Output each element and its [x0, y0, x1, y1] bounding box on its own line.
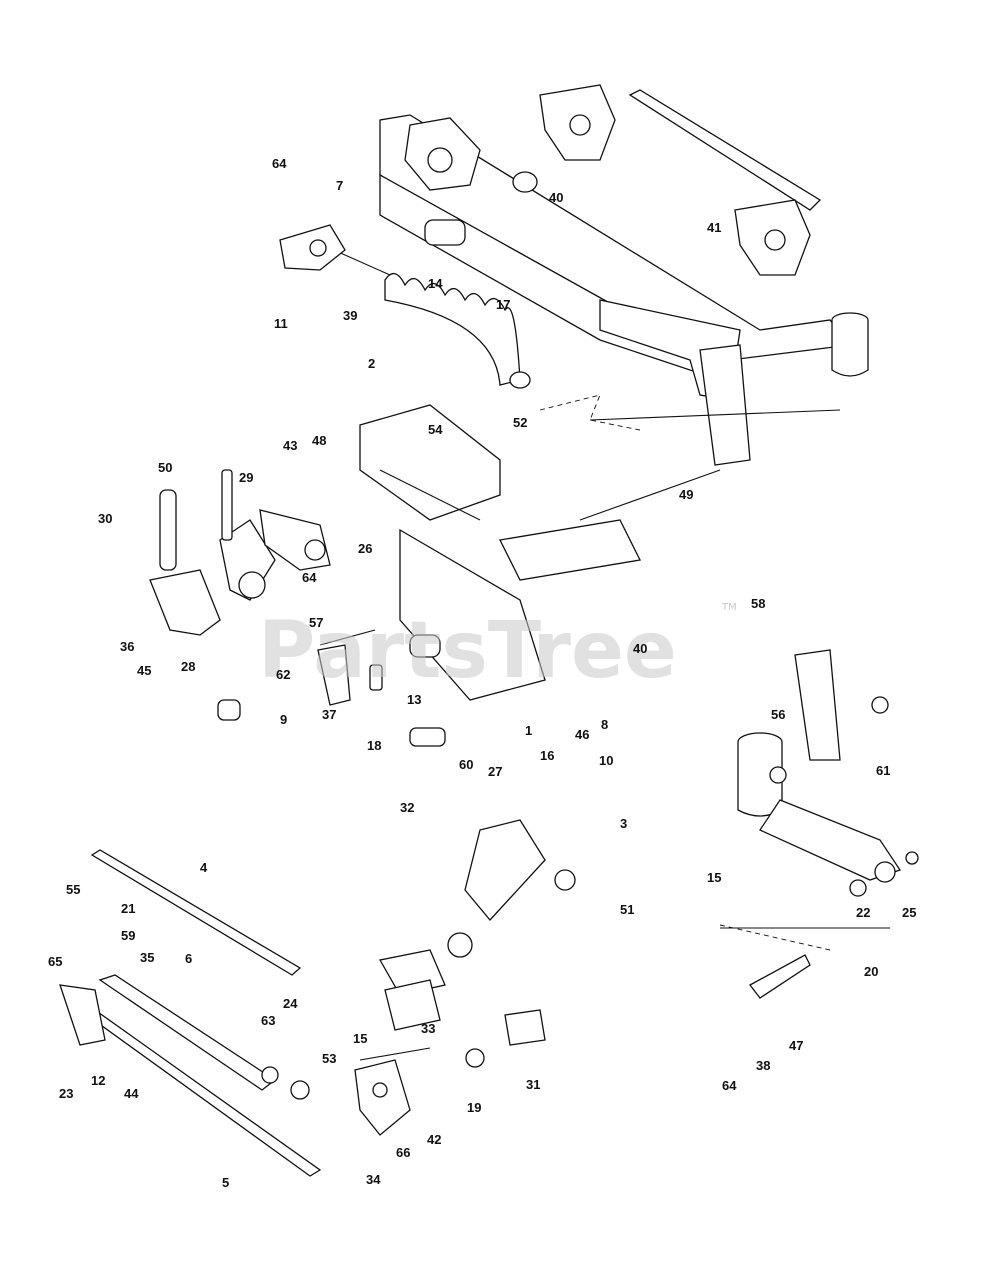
lift-bracket: [359, 404, 546, 701]
callout-49: 49: [679, 487, 693, 502]
callout-1: 1: [525, 723, 532, 738]
front-bracket: [404, 117, 481, 246]
callout-29: 29: [239, 470, 253, 485]
callout-53: 53: [322, 1051, 336, 1066]
callout-33: 33: [421, 1021, 435, 1036]
callout-55: 55: [66, 882, 80, 897]
callout-46: 46: [575, 727, 589, 742]
callout-40-b: 40: [633, 641, 647, 656]
callout-61: 61: [876, 763, 890, 778]
callout-13: 13: [407, 692, 421, 707]
callout-2: 2: [368, 356, 375, 371]
callout-62: 62: [276, 667, 290, 682]
callout-66: 66: [396, 1145, 410, 1160]
callout-11: 11: [274, 316, 288, 331]
pivot-arm: [279, 224, 346, 271]
pedal-assembly: [354, 819, 576, 1136]
callout-48: 48: [312, 433, 326, 448]
callout-19: 19: [467, 1100, 481, 1115]
callout-14: 14: [428, 276, 443, 291]
callout-17: 17: [496, 297, 510, 312]
callout-21: 21: [121, 901, 135, 916]
callout-16: 16: [540, 748, 554, 763]
callout-51: 51: [620, 902, 634, 917]
watermark-tm: TM: [721, 602, 737, 613]
callout-12: 12: [91, 1073, 105, 1088]
callout-64-b: 64: [302, 570, 317, 585]
callout-15: 15: [707, 870, 721, 885]
callout-64-c: 64: [722, 1078, 737, 1093]
left-linkage: [149, 469, 383, 706]
spring: [299, 234, 531, 389]
caster-bracket-upper: [512, 84, 616, 193]
callout-34: 34: [366, 1172, 381, 1187]
caster-bracket-lower: [734, 199, 811, 276]
callout-37: 37: [322, 707, 336, 722]
callout-25: 25: [902, 905, 916, 920]
callout-7: 7: [336, 178, 343, 193]
mount-pin: [719, 924, 831, 999]
callout-35: 35: [140, 950, 154, 965]
callout-56: 56: [771, 707, 785, 722]
main-frame: [379, 89, 869, 466]
callout-42: 42: [427, 1132, 441, 1147]
callout-9: 9: [280, 712, 287, 727]
callout-20: 20: [864, 964, 878, 979]
callout-23: 23: [59, 1086, 73, 1101]
callout-31: 31: [526, 1077, 540, 1092]
callout-26: 26: [358, 541, 372, 556]
callout-6: 6: [185, 951, 192, 966]
callout-65: 65: [48, 954, 62, 969]
watermark-text: PartsTree: [258, 606, 677, 696]
callout-45: 45: [137, 663, 151, 678]
callout-54: 54: [428, 422, 443, 437]
linkage-rods: [59, 849, 322, 1177]
callout-64: 64: [272, 156, 287, 171]
callout-8: 8: [601, 717, 608, 732]
callout-41: 41: [707, 220, 721, 235]
callout-27: 27: [488, 764, 502, 779]
callout-58: 58: [751, 596, 765, 611]
callout-32: 32: [400, 800, 414, 815]
callout-44: 44: [124, 1086, 139, 1101]
center-shaft: [217, 469, 721, 747]
callout-15-b: 15: [353, 1031, 367, 1046]
callout-38: 38: [756, 1058, 770, 1073]
callout-52: 52: [513, 415, 527, 430]
callout-22: 22: [856, 905, 870, 920]
callout-57: 57: [309, 615, 323, 630]
callout-36: 36: [120, 639, 134, 654]
callout-39: 39: [343, 308, 357, 323]
callout-30: 30: [98, 511, 112, 526]
callout-10: 10: [599, 753, 613, 768]
callout-24: 24: [283, 996, 298, 1011]
callout-59: 59: [121, 928, 135, 943]
watermark: PartsTree TM: [258, 602, 737, 696]
callout-47: 47: [789, 1038, 803, 1053]
callout-4: 4: [200, 860, 208, 875]
callout-43: 43: [283, 438, 297, 453]
callout-40: 40: [549, 190, 563, 205]
callout-28: 28: [181, 659, 195, 674]
callout-18: 18: [367, 738, 381, 753]
callout-5: 5: [222, 1175, 229, 1190]
caster-fork: [720, 649, 919, 929]
callout-50: 50: [158, 460, 172, 475]
callouts: 64 7 40 41 14 17 11 39 2 52 54 43 48 50 …: [48, 156, 916, 1190]
callout-3: 3: [620, 816, 627, 831]
callout-63: 63: [261, 1013, 275, 1028]
callout-60: 60: [459, 757, 473, 772]
